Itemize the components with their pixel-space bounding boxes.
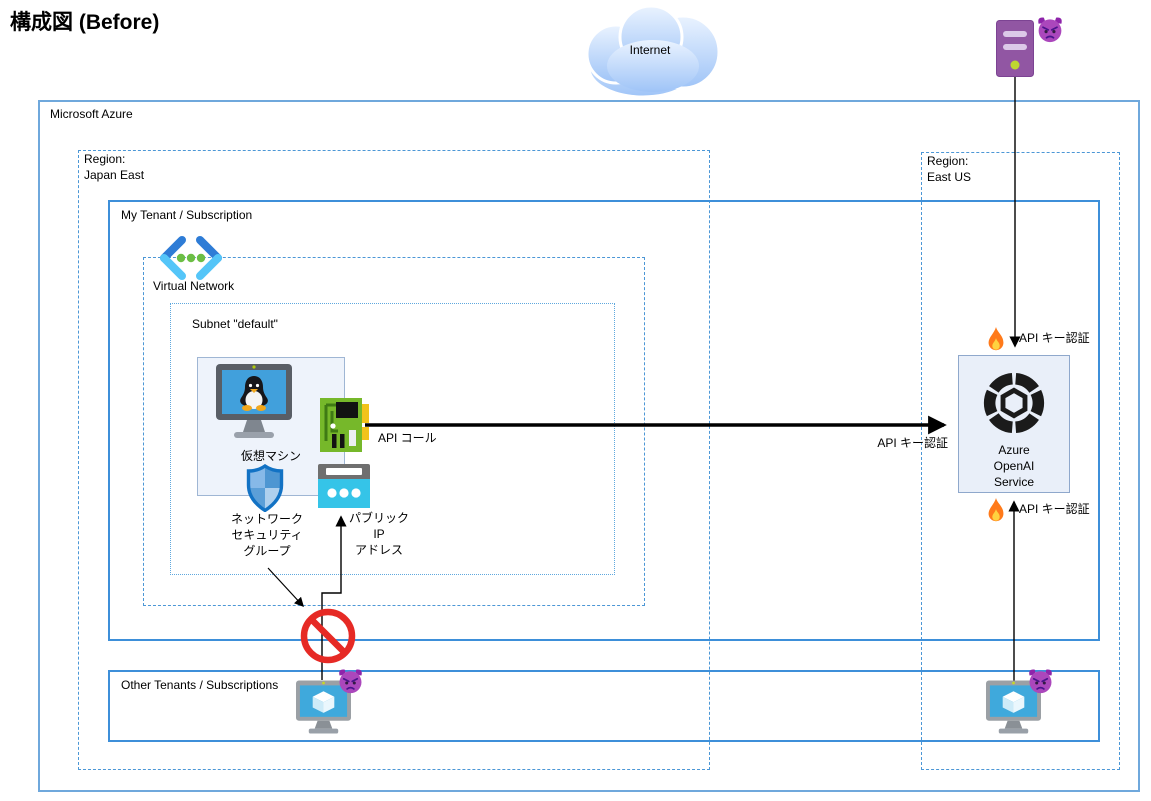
- public-ip-icon: [318, 464, 370, 508]
- microsoft-azure-label: Microsoft Azure: [50, 107, 133, 121]
- virtual-network-box: [143, 257, 645, 606]
- vm-linux-monitor-icon: [216, 364, 292, 438]
- api-call-label: API コール: [378, 431, 437, 445]
- vm-label: 仮想マシン: [240, 449, 301, 463]
- devil-icon: [1038, 17, 1062, 43]
- devil-icon: [339, 669, 362, 694]
- internet-label: Internet: [629, 43, 671, 57]
- region-east-us-label: Region: East US: [927, 154, 972, 184]
- nsg-label: ネットワーク セキュリティ グループ: [230, 512, 303, 558]
- region-japan-east-box: [78, 150, 710, 770]
- azure-vm-monitor-icon: [986, 680, 1041, 734]
- attacker-server-icon: [996, 20, 1034, 77]
- fire-icon: [988, 327, 1004, 351]
- virtual-network-label: Virtual Network: [153, 279, 235, 293]
- devil-icon: [1029, 669, 1052, 694]
- internet-cloud-icon: [585, 4, 721, 99]
- azure-vm-monitor-icon: [296, 680, 351, 734]
- nsg-shield-icon: [246, 464, 284, 512]
- virtual-network-icon: [160, 236, 222, 280]
- azure-openai-box: [958, 355, 1070, 493]
- my-tenant-label: My Tenant / Subscription: [121, 208, 253, 222]
- other-tenants-label: Other Tenants / Subscriptions: [121, 678, 279, 692]
- region-japan-east-label: Region: Japan East: [84, 152, 145, 182]
- api-key-auth-attacker-top-label: API キー認証: [1019, 331, 1090, 345]
- page-title: 構成図 (Before): [10, 11, 160, 34]
- subnet-label: Subnet "default": [192, 317, 278, 331]
- fire-icon: [988, 498, 1004, 522]
- region-east-us-box: [921, 152, 1120, 770]
- other-tenants-box: [108, 670, 1100, 742]
- api-key-auth-attacker-bottom-label: API キー認証: [1019, 502, 1090, 516]
- api-key-auth-request-label: API キー認証: [877, 436, 948, 450]
- subnet-box: [170, 303, 615, 575]
- nic-icon: [320, 398, 369, 452]
- microsoft-azure-box: [38, 100, 1140, 792]
- public-ip-label: パブリック IP アドレス: [348, 511, 409, 557]
- azure-openai-label: Azure OpenAI Service: [993, 443, 1035, 489]
- openai-logo-icon: [979, 368, 1049, 438]
- my-tenant-box: [108, 200, 1100, 641]
